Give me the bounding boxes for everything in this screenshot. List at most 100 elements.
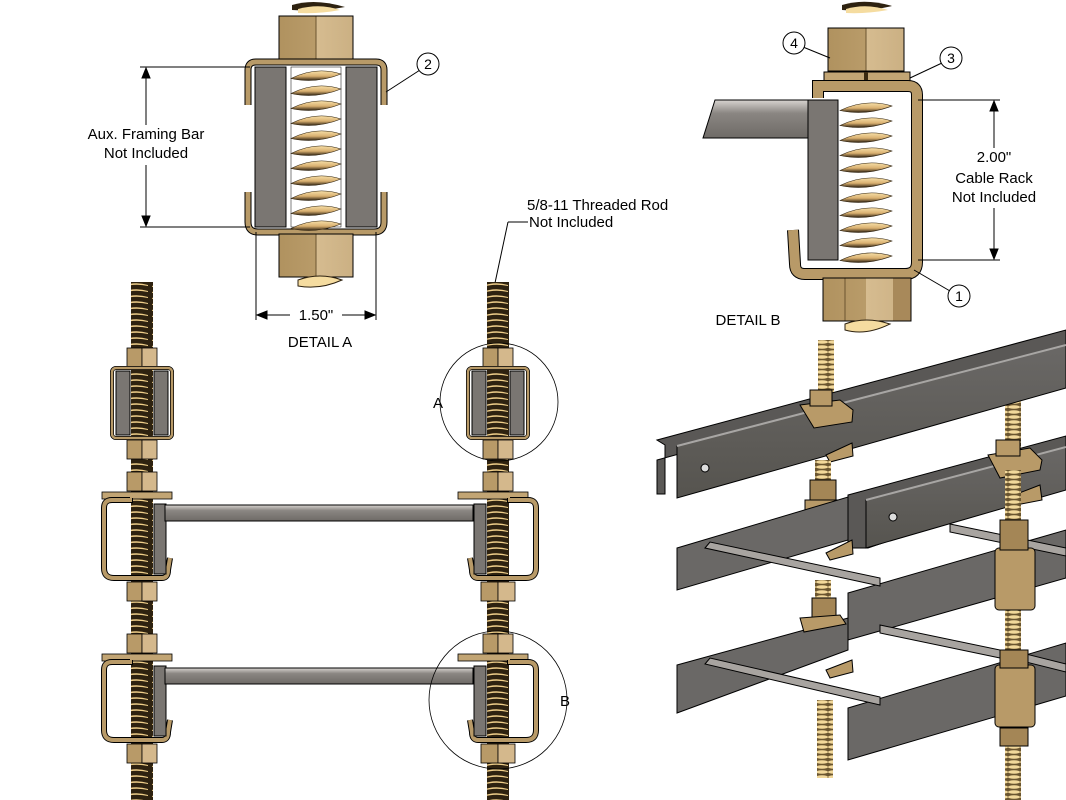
rack-side-rail [153, 665, 167, 737]
hex-nut-half [480, 581, 499, 602]
hex-nut-half [482, 471, 499, 492]
thread-turn [839, 117, 893, 128]
thread-turn [290, 175, 342, 186]
framing-bar [115, 370, 131, 436]
detail-a-title: DETAIL A [288, 334, 352, 351]
rod-segment [487, 371, 509, 435]
iso-rung-2 [704, 657, 881, 706]
threaded-rod-callout: 5/8-11 Threaded Rod Not Included [494, 197, 668, 284]
washer [101, 653, 173, 662]
svg-text:2: 2 [424, 56, 432, 72]
detail-b-marker: B [428, 630, 570, 770]
clip-assembly-b [101, 633, 173, 764]
hex-nut-half [126, 439, 143, 460]
svg-text:1: 1 [955, 288, 963, 304]
hex-nut-half [497, 581, 516, 602]
hex-nut-top [278, 15, 354, 62]
svg-text:3: 3 [947, 50, 955, 66]
rack-rung-lower [164, 667, 474, 685]
rod-callout-line2: Not Included [529, 214, 613, 231]
clip-assembly-a [466, 347, 530, 460]
hex-nut-half [141, 581, 158, 602]
thread-turn [839, 162, 893, 173]
svg-text:4: 4 [790, 35, 798, 51]
framing-bar-right [345, 66, 378, 228]
framing-bar [509, 370, 525, 436]
iso-rack-side-2 [676, 617, 849, 714]
hex-nut-half [141, 471, 158, 492]
rack-side-rail [473, 665, 487, 737]
hex-nut-half [141, 633, 158, 654]
detail-b: 2.00" Cable Rack Not Included DETAIL B 4… [702, 1, 1036, 333]
balloon-1: 1 [913, 269, 971, 308]
rack-rung-upper [164, 504, 474, 522]
iso-bracket-2 [994, 664, 1036, 728]
thread-turn [290, 85, 342, 96]
framing-bar-label: Aux. Framing Bar [88, 126, 205, 143]
hex-nut-half [141, 743, 158, 764]
thread-turn [839, 147, 893, 158]
rod-callout-line1: 5/8-11 Threaded Rod [527, 197, 668, 214]
thread-turn [290, 70, 342, 81]
thread-turn [290, 145, 342, 156]
cable-rack-label: Cable Rack [955, 170, 1033, 187]
thread-turn [290, 115, 342, 126]
thread-turn [839, 177, 893, 188]
hex-nut-half [482, 633, 499, 654]
thread-turn [290, 160, 342, 171]
hex-nut-bottom-b [822, 277, 912, 322]
hex-nut-half [497, 347, 514, 368]
thread-turn [839, 207, 893, 218]
hex-nut-half [126, 743, 143, 764]
thread-turn [839, 192, 893, 203]
hex-nut-half [126, 581, 143, 602]
rack-side-rail [153, 503, 167, 575]
dimension-framing-height [140, 66, 250, 228]
clip-body [468, 660, 538, 742]
clip-body [102, 660, 172, 742]
threaded-rod-detail-a [290, 66, 342, 231]
hex-nut-bottom [278, 233, 354, 278]
clip-assembly-b [101, 471, 173, 602]
clip-body [468, 498, 538, 580]
hex-nut-half [126, 633, 143, 654]
hex-nut-half [497, 439, 514, 460]
iso-rung-1 [704, 541, 881, 587]
thread-turn [839, 102, 893, 113]
clip-assembly-a [110, 347, 174, 460]
width-dimension-value: 1.50" [299, 307, 334, 324]
rack-side-rail [473, 503, 487, 575]
thread-turn [290, 205, 342, 216]
thread-turn [290, 190, 342, 201]
hex-nut-half [480, 743, 499, 764]
thread-turn [290, 130, 342, 141]
hex-nut-top-b [827, 27, 905, 72]
detail-a: Aux. Framing Bar Not Included 1.50" DETA… [88, 1, 440, 351]
hex-nut-half [482, 347, 499, 368]
thread-turn [290, 220, 342, 231]
balloon-2: 2 [385, 52, 440, 93]
thread-turn [290, 100, 342, 111]
rod-segment [131, 371, 153, 435]
hex-nut-half [126, 471, 143, 492]
framing-bar-left [254, 66, 287, 228]
dimension-width [255, 232, 377, 320]
hex-nut-half [482, 439, 499, 460]
iso-rack-side-1 [676, 496, 849, 591]
hex-nut-half [497, 743, 516, 764]
balloon-4: 4 [782, 31, 831, 59]
clip-body [110, 366, 174, 440]
framing-bar [153, 370, 169, 436]
framing-bar-sublabel: Not Included [104, 145, 188, 162]
balloon-3: 3 [909, 46, 963, 79]
dimension-rack-height [918, 99, 1000, 261]
detail-a-marker: A [433, 342, 559, 462]
thread-turn [839, 132, 893, 143]
clip-body [466, 366, 530, 440]
washer [101, 491, 173, 500]
iso-bracket-1 [994, 547, 1036, 611]
detail-b-title: DETAIL B [715, 312, 780, 329]
clip-assembly-b [457, 471, 539, 602]
thread-turn [839, 252, 893, 263]
